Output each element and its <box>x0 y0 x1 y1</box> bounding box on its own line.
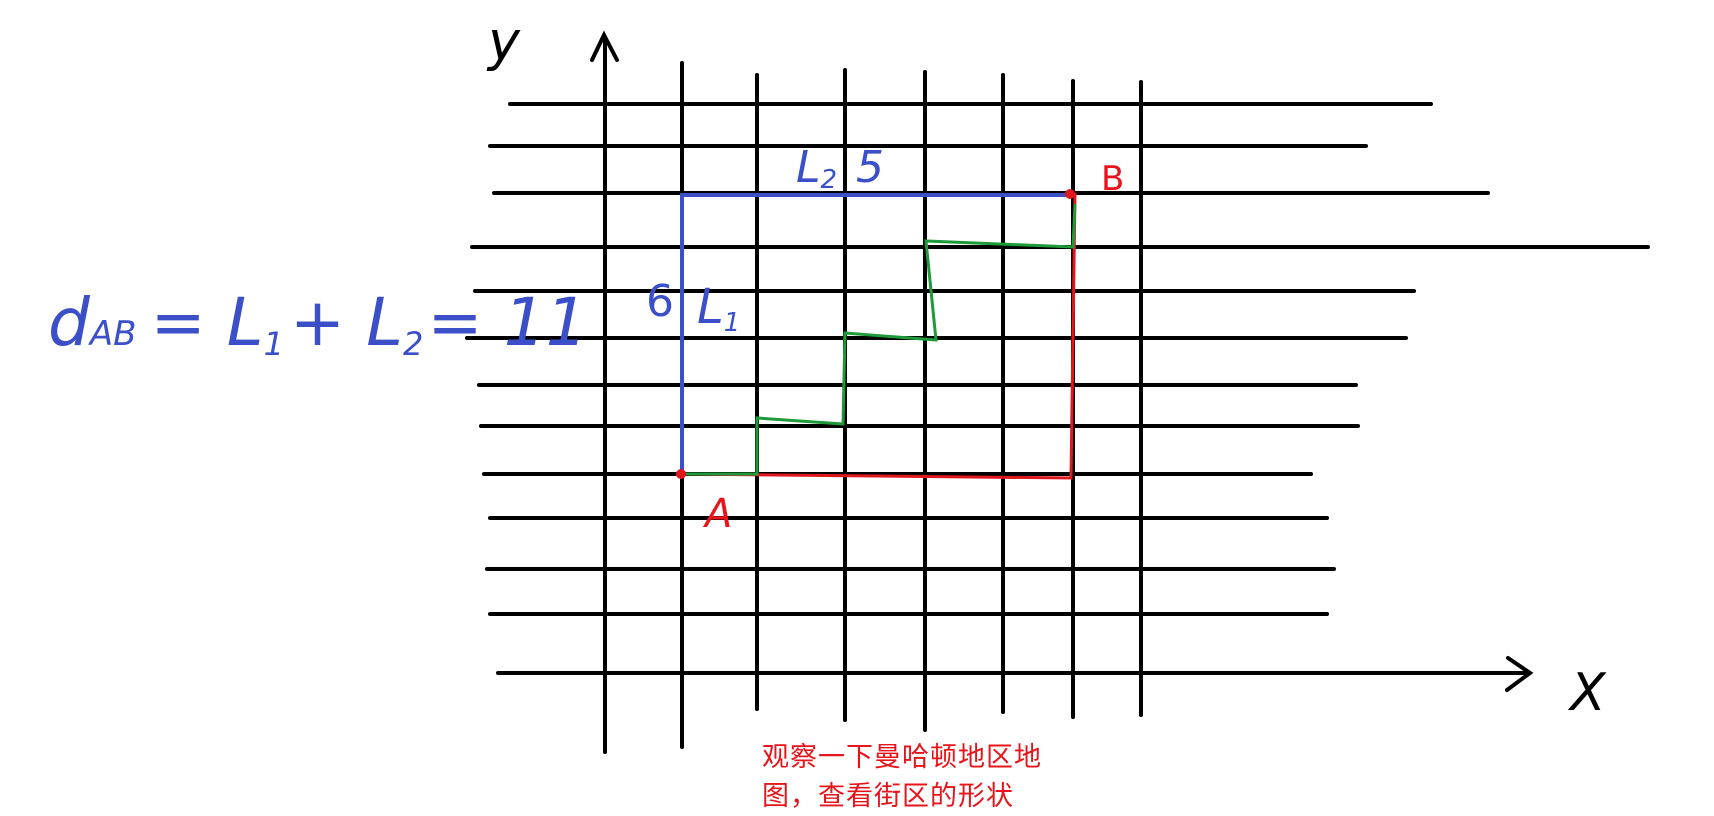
green-path <box>682 203 1077 476</box>
l2-label: L2 <box>796 142 837 195</box>
distance-formula: dAB= L1+ L2= 11 <box>48 284 588 363</box>
caption-note: 观察一下曼哈顿地区地 图，查看街区的形状 <box>762 738 1102 816</box>
y-axis-arrowhead <box>590 30 619 62</box>
caption-line-1: 观察一下曼哈顿地区地 <box>762 742 1042 773</box>
caption-line-2: 图，查看街区的形状 <box>762 781 1014 812</box>
l2-value: 5 <box>856 142 884 193</box>
red-path <box>681 192 1077 480</box>
point-b-label: B <box>1101 159 1124 199</box>
l1-label: L1 <box>697 279 740 338</box>
street-grid <box>465 30 1650 754</box>
x-axis-label: X <box>1567 663 1607 723</box>
blue-path <box>680 193 1069 474</box>
point-b-marker <box>1065 189 1075 199</box>
y-axis-label: y <box>486 10 521 73</box>
point-a-label: A <box>702 491 732 537</box>
point-a-marker <box>676 469 686 479</box>
l1-value: 6 <box>646 276 674 327</box>
x-axis-arrowhead <box>1505 656 1534 692</box>
